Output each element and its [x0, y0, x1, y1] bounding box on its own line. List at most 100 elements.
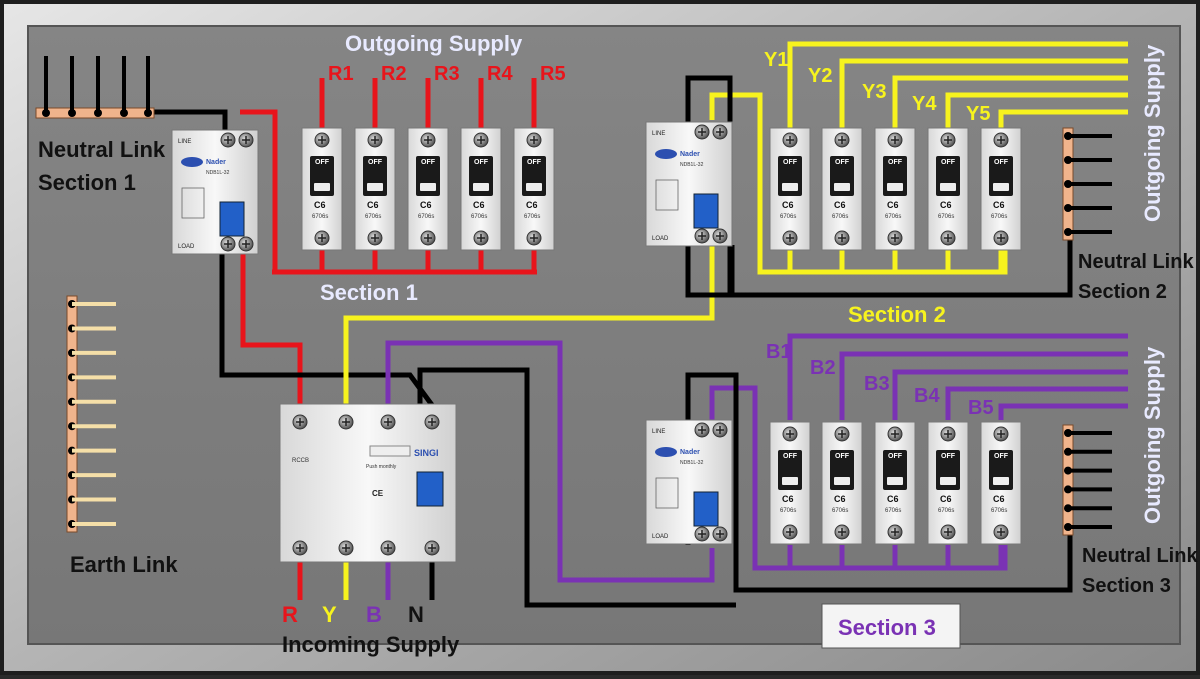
- rcbo-brand: Nader: [680, 449, 700, 456]
- mcb-state-label: OFF: [888, 159, 903, 166]
- section3-output-b2: B2: [810, 357, 836, 379]
- outgoing-supply-s3-label: Outgoing Supply: [1140, 346, 1165, 524]
- wires-layer: [150, 41, 1128, 608]
- section2-output-y2: Y2: [808, 65, 832, 87]
- mcb-model: 6706s: [938, 214, 954, 220]
- wire-purple-out-3: [892, 369, 1128, 420]
- mcb-indicator: [834, 477, 850, 485]
- neutral-link-s2-title: Neutral Link: [1078, 251, 1194, 273]
- neutral-link-s3-title: Neutral Link: [1082, 545, 1198, 567]
- mcb-rating: C6: [834, 494, 846, 504]
- mcb-model: 6706s: [885, 508, 901, 514]
- rcbo-model: NDB1L-32: [680, 162, 704, 168]
- rcbo-toggle-switch: [219, 201, 245, 237]
- incoming-supply-label: Incoming Supply: [282, 632, 460, 657]
- incoming-phase-y: Y: [322, 602, 337, 627]
- rcbo-brand: Nader: [680, 151, 700, 158]
- rcbo-load-label: LOAD: [652, 236, 669, 242]
- neutral-link-s1-screw-5: [144, 109, 152, 117]
- section1-output-r4: R4: [487, 63, 513, 85]
- mcb-rating: C6: [367, 200, 379, 210]
- neutral-link-s1-title: Neutral Link: [38, 137, 166, 162]
- mcb-indicator: [473, 183, 489, 191]
- mcb-indicator: [782, 477, 798, 485]
- mcb-model: 6706s: [365, 214, 381, 220]
- section1-label: Section 1: [320, 280, 418, 305]
- section1-output-r5: R5: [540, 63, 566, 85]
- wire-yellow-out-5: [998, 109, 1128, 130]
- mcb-state-label: OFF: [835, 159, 850, 166]
- outgoing-supply-top-label: Outgoing Supply: [345, 31, 523, 56]
- neutral-link-s1-subtitle: Section 1: [38, 170, 136, 195]
- wire-yellow-out-3: [892, 75, 1128, 130]
- wire-black-neutral-s1: [150, 109, 228, 130]
- mcb-state-label: OFF: [941, 159, 956, 166]
- rccb-toggle-switch: [416, 471, 444, 507]
- wire-yellow-rcbo2-bus: [709, 92, 1008, 275]
- rcbo-test-button-icon: [655, 149, 677, 159]
- mcb-state-label: OFF: [421, 159, 436, 166]
- section3-mcb-2: OFF C6 6706s: [821, 421, 863, 545]
- mcb-state-label: OFF: [783, 159, 798, 166]
- wire-yellow-rccb-to-rcbo2: [343, 245, 715, 405]
- rcbo-body: [645, 121, 733, 247]
- mcb-rating: C6: [887, 494, 899, 504]
- mcb-rating: C6: [782, 200, 794, 210]
- mcb-model: 6706s: [418, 214, 434, 220]
- incoming-phase-r: R: [282, 602, 298, 627]
- section1-mcb-2: OFF C6 6706s: [354, 127, 396, 251]
- mcb-indicator: [993, 183, 1009, 191]
- mcb-indicator: [367, 183, 383, 191]
- rccb-test-button: [369, 445, 411, 457]
- neutral-link-s3-bar: [1062, 424, 1074, 536]
- rcbo-load-label: LOAD: [178, 244, 195, 250]
- section2-output-y3: Y3: [862, 81, 886, 103]
- mcb-indicator: [834, 183, 850, 191]
- mcb-rating: C6: [940, 494, 952, 504]
- wire-yellow-out-1: [787, 41, 1128, 130]
- mcb-rating: C6: [993, 200, 1005, 210]
- incoming-phase-n: N: [408, 602, 424, 627]
- mcb-rating: C6: [782, 494, 794, 504]
- mcb-indicator: [782, 183, 798, 191]
- mcb-model: 6706s: [780, 508, 796, 514]
- mcb-indicator: [940, 183, 956, 191]
- wire-purple-rccb-to-rcbo3: [385, 340, 715, 583]
- rcbo-brand: Nader: [206, 159, 226, 166]
- earth-link-label: Earth Link: [70, 552, 178, 577]
- mcb-state-label: OFF: [368, 159, 383, 166]
- mcb-model: 6706s: [832, 508, 848, 514]
- mcb-state-label: OFF: [783, 453, 798, 460]
- mcb-model: 6706s: [885, 214, 901, 220]
- rcbo-schematic-icon: [181, 187, 205, 219]
- section2-label: Section 2: [848, 302, 946, 327]
- section2-mcb-3: OFF C6 6706s: [874, 127, 916, 251]
- mcb-state-label: OFF: [941, 453, 956, 460]
- rcbo-body: [171, 129, 259, 255]
- mcb-rating: C6: [834, 200, 846, 210]
- section3-output-b5: B5: [968, 397, 994, 419]
- mcb-rating: C6: [940, 200, 952, 210]
- mcb-state-label: OFF: [474, 159, 489, 166]
- mcb-indicator: [526, 183, 542, 191]
- rccb-model: RCCB: [292, 458, 309, 464]
- wire-purple-out-5: [998, 403, 1128, 420]
- rcbo-line-label: LINE: [178, 139, 191, 145]
- rccb-brand: SINGI: [414, 448, 439, 458]
- rcbo-schematic-icon: [655, 179, 679, 211]
- neutral-link-s3-subtitle: Section 3: [1082, 575, 1171, 597]
- mcb-rating: C6: [887, 200, 899, 210]
- neutral-link-s2-subtitle: Section 2: [1078, 281, 1167, 303]
- section3-label-box: [821, 603, 961, 649]
- rcbo-test-button-icon: [181, 157, 203, 167]
- mcb-model: 6706s: [312, 214, 328, 220]
- mcb-state-label: OFF: [835, 453, 850, 460]
- section3-label: Section 3: [838, 615, 936, 640]
